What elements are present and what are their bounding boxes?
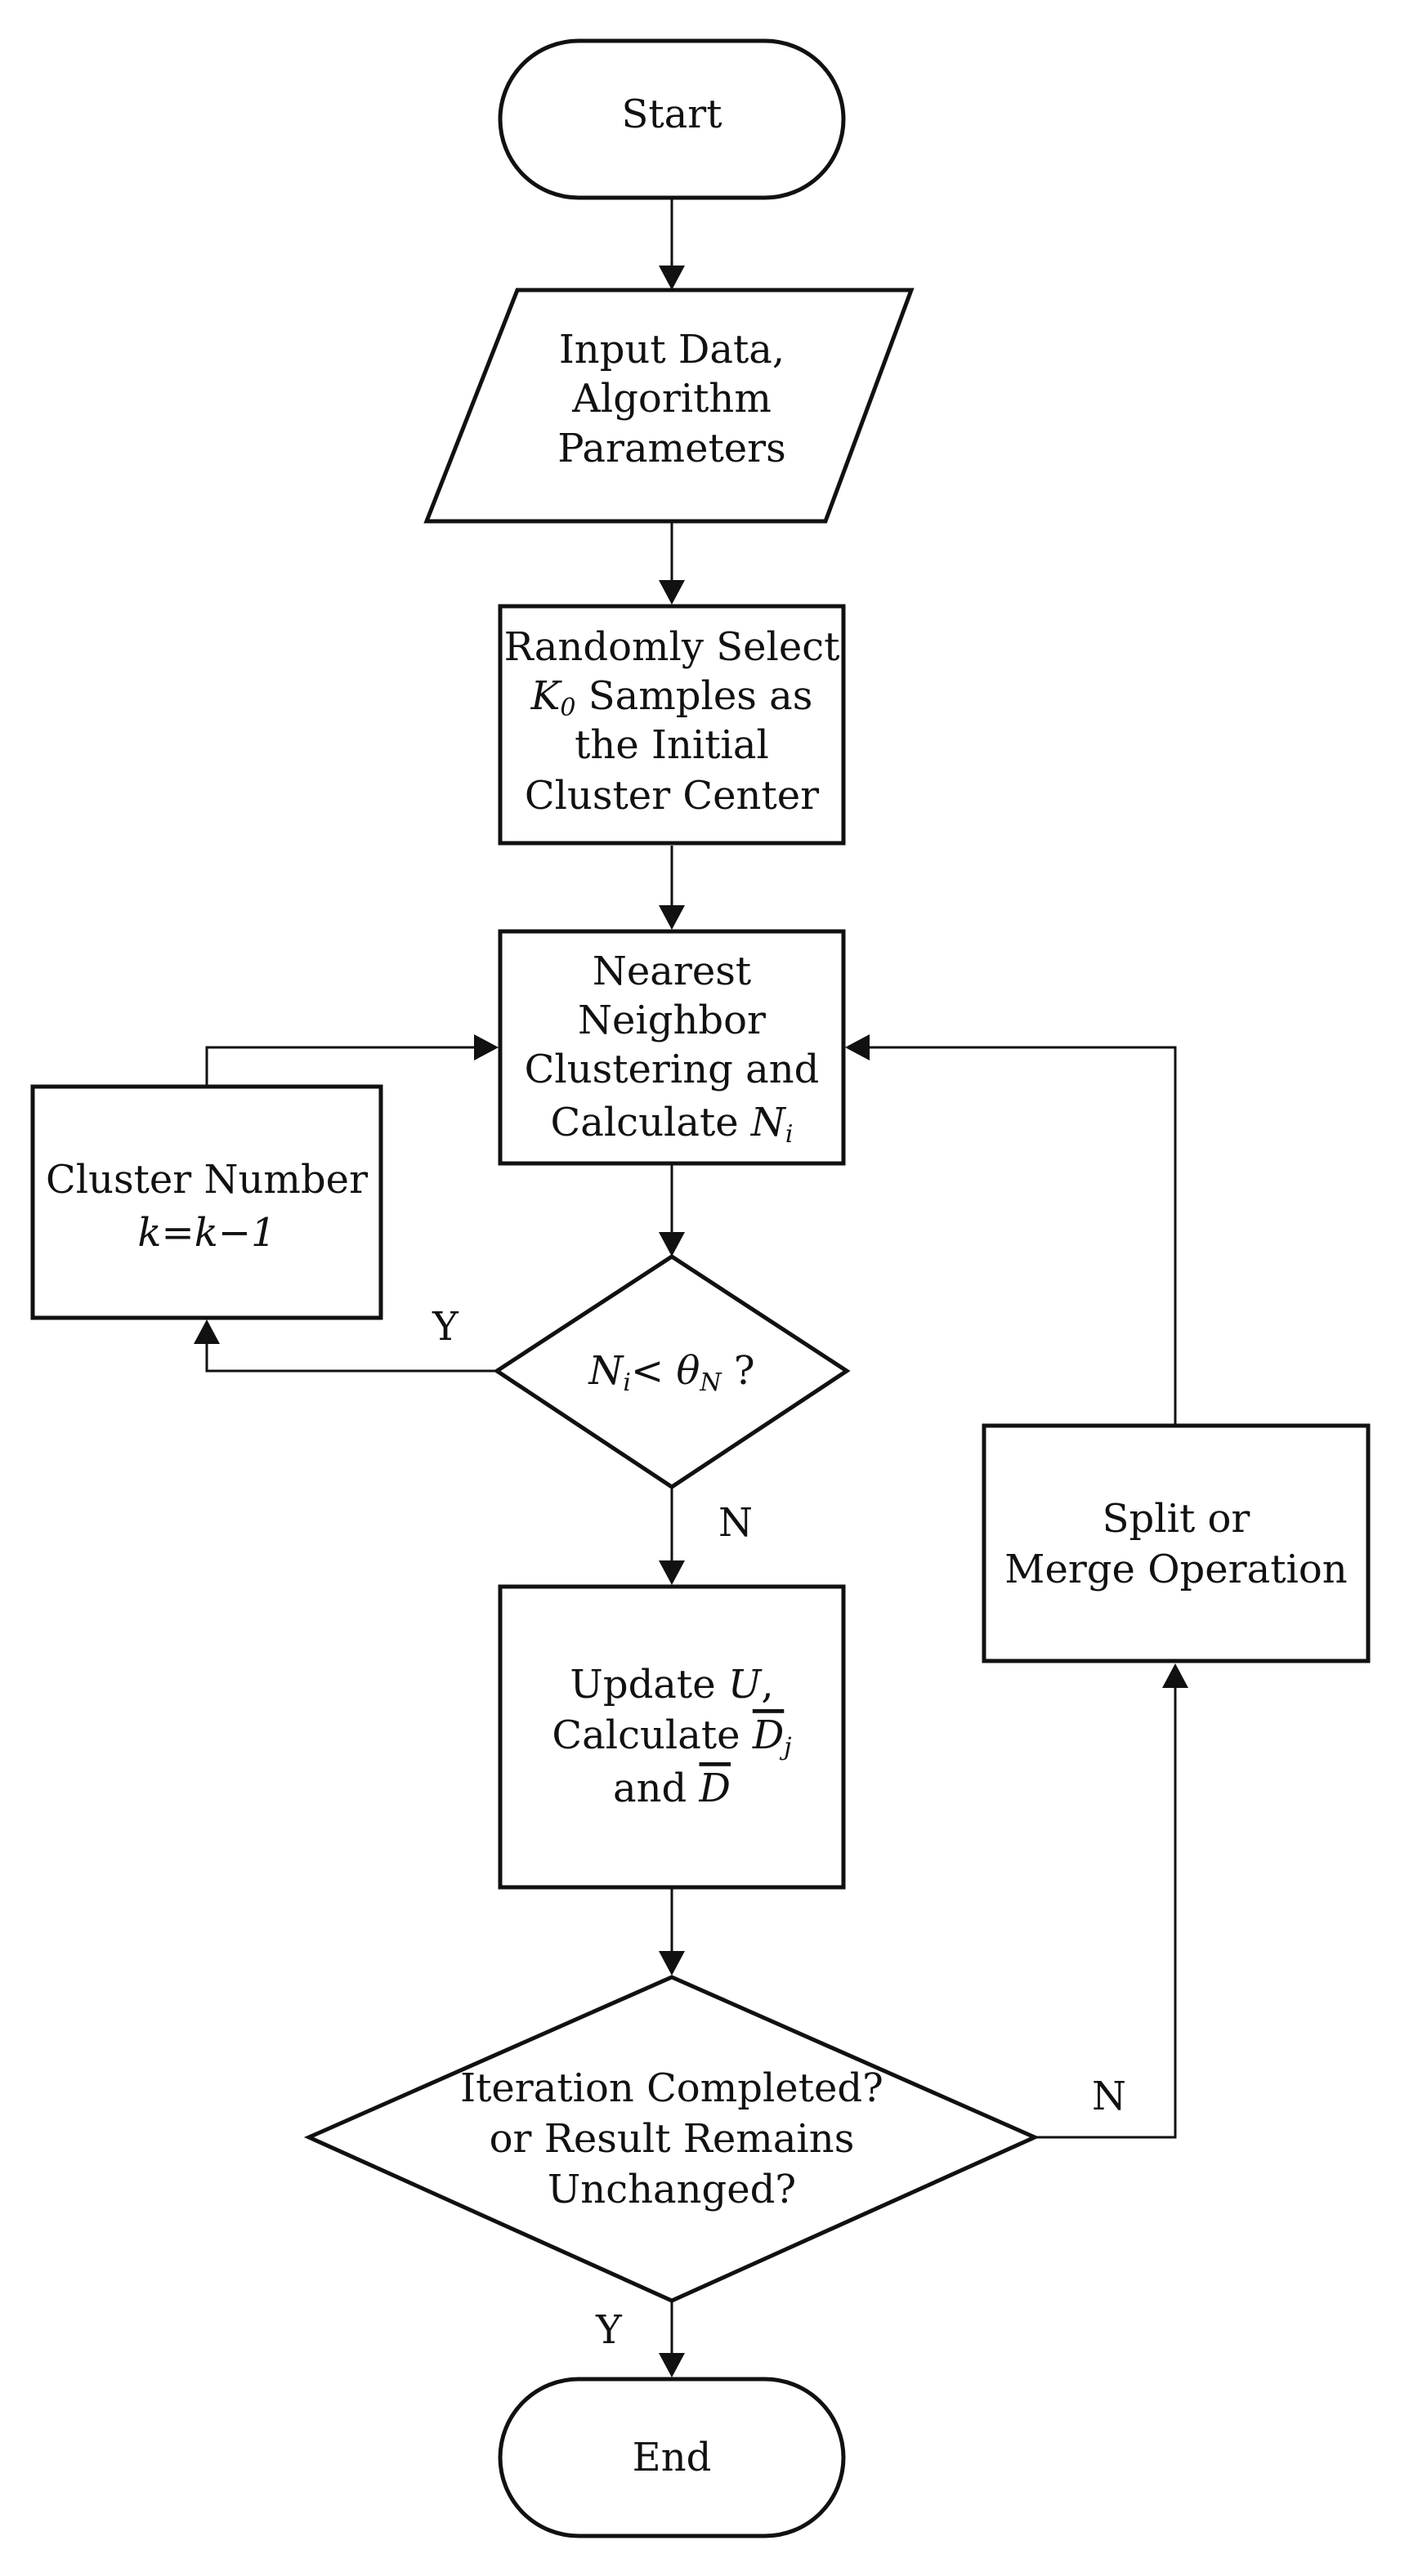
arrowhead (659, 266, 685, 290)
split-merge-node: Split or Merge Operation (982, 1423, 1371, 1663)
update-line-2: Calculate Dj (552, 1712, 791, 1761)
cluster-number-node: Cluster Number k=k−1 (30, 1084, 383, 1320)
end-node: End (498, 2377, 846, 2538)
arrowhead (194, 1319, 220, 1344)
select-line-3: the Initial (575, 722, 769, 768)
input-line-1: Input Data, (559, 327, 785, 373)
update-line-3: and D (613, 1766, 731, 1811)
arrowhead (659, 580, 685, 605)
end-label: End (633, 2435, 712, 2480)
arrowhead (659, 905, 685, 930)
decision-2-line-2: or Result Remains (490, 2116, 855, 2162)
arrowhead (659, 1951, 685, 1976)
decision-2-line-3: Unchanged? (548, 2167, 796, 2212)
edge-label-decision2-yes: Y (595, 2307, 623, 2353)
decision-1-label: Ni< θN ? (588, 1348, 754, 1397)
edge-label-decision2-no: N (1092, 2074, 1126, 2119)
select-line-1: Randomly Select (504, 624, 840, 670)
connectors (194, 199, 1188, 2377)
connector-decision1-yes (205, 1344, 495, 1373)
update-node: Update U, Calculate Dj and D (498, 1584, 846, 1890)
arrowhead (659, 1560, 685, 1585)
edge-label-decision1-yes: Y (432, 1304, 459, 1350)
decision-1-node: Ni< θN ? (493, 1254, 851, 1490)
arrowhead (659, 2353, 685, 2377)
select-line-4: Cluster Center (525, 773, 819, 819)
split-line-2: Merge Operation (1004, 1547, 1347, 1592)
input-line-3: Parameters (557, 426, 786, 471)
arrowhead (659, 1232, 685, 1257)
decision-2-node: Iteration Completed? or Result Remains U… (303, 1975, 1040, 2303)
arrowhead (845, 1034, 870, 1060)
arrowhead (1162, 1663, 1188, 1688)
update-line-1: Update U, (570, 1662, 773, 1708)
start-label: Start (621, 92, 722, 137)
input-line-2: Algorithm (571, 376, 772, 422)
split-line-1: Split or (1103, 1496, 1250, 1542)
nearest-neighbor-node: Nearest Neighbor Clustering and Calculat… (498, 929, 846, 1166)
connector-decision2-no (1035, 1688, 1177, 2139)
nn-line-4: Calculate Ni (550, 1100, 793, 1149)
nn-line-2: Neighbor (578, 998, 766, 1043)
cluster-number-line-1: Cluster Number (46, 1157, 368, 1203)
connector-cluster-to-nn (205, 1046, 474, 1087)
input-node: Input Data, Algorithm Parameters (423, 288, 915, 524)
arrowhead (474, 1034, 499, 1060)
select-line-2: K0 Samples as (530, 673, 813, 722)
start-node: Start (498, 38, 846, 200)
edge-label-decision1-no: N (718, 1500, 753, 1546)
nn-line-3: Clustering and (525, 1047, 820, 1092)
cluster-number-line-2: k=k−1 (137, 1210, 275, 1256)
nn-line-1: Nearest (593, 949, 751, 994)
select-node: Randomly Select K0 Samples as the Initia… (498, 604, 846, 846)
decision-2-line-1: Iteration Completed? (460, 2065, 883, 2111)
connector-split-to-nn (870, 1046, 1177, 1426)
